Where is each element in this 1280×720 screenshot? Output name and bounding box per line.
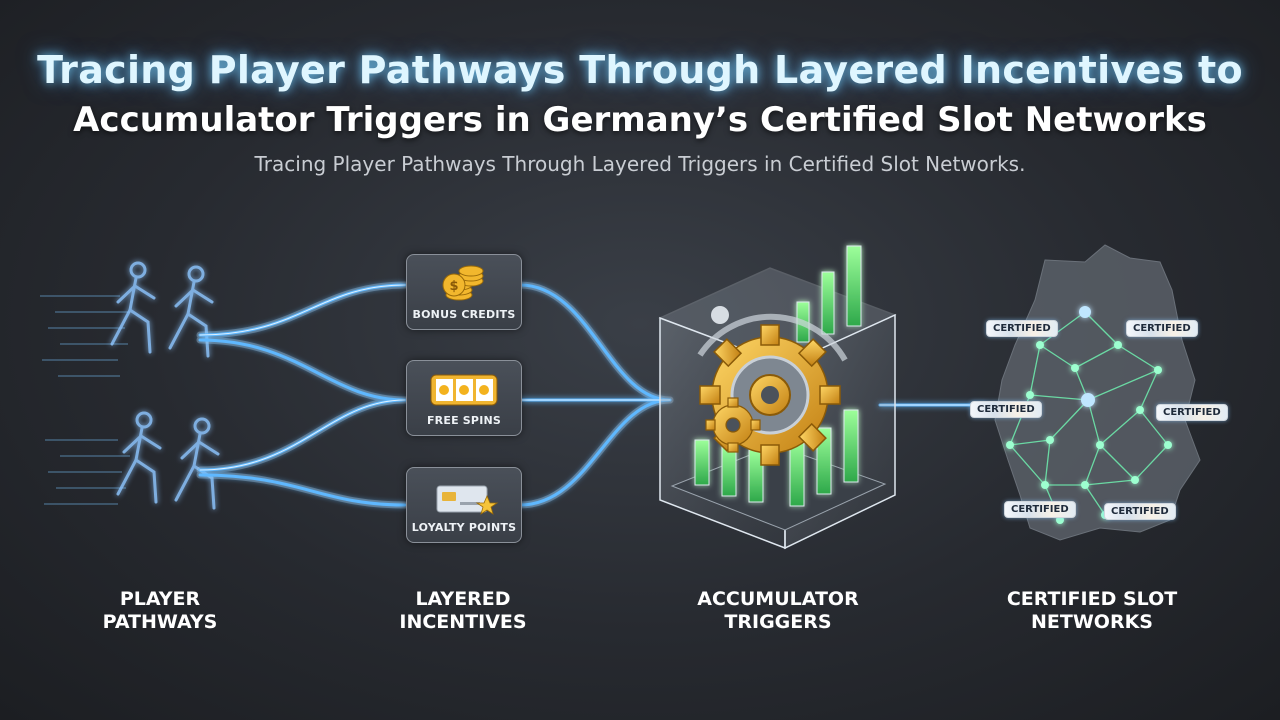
stage-caption-certified-slot-networks: CERTIFIED SLOT NETWORKS [992,588,1192,634]
svg-text:$: $ [449,279,458,294]
certified-badge: CERTIFIED [1156,404,1228,421]
stage-caption-line: INCENTIVES [399,611,527,633]
incentive-label: FREE SPINS [426,414,502,427]
stage-caption-accumulator-triggers: ACCUMULATOR TRIGGERS [678,588,878,634]
germany-map [994,244,1201,541]
runner-figures-icon [110,261,220,510]
flow-paths [196,281,987,509]
stage-caption-layered-incentives: LAYERED INCENTIVES [363,588,563,634]
slot-reels-icon [430,374,498,406]
stage-caption-line: TRIGGERS [724,611,832,633]
incentive-card-free-spins: FREE SPINS [406,360,522,436]
certified-badge: CERTIFIED [1126,320,1198,337]
stage-caption-line: ACCUMULATOR [697,588,859,610]
certified-badge: CERTIFIED [970,401,1042,418]
subtitle: Tracing Player Pathways Through Layered … [254,152,1026,176]
certified-badge: CERTIFIED [1004,501,1076,518]
coin-stack-icon: $ [442,265,484,301]
data-stream-lines [40,295,130,505]
title-line-2: Accumulator Triggers in Germany’s Certif… [73,100,1207,140]
stage-caption-line: PATHWAYS [102,611,218,633]
certified-badge: CERTIFIED [986,320,1058,337]
incentive-card-loyalty-points: LOYALTY POINTS [406,467,522,543]
incentive-label: LOYALTY POINTS [411,521,517,534]
title-line-1: Tracing Player Pathways Through Layered … [37,48,1243,92]
incentive-card-bonus-credits: $ BONUS CREDITS [406,254,522,330]
stage-caption-line: CERTIFIED SLOT [1006,588,1178,610]
stage-caption-line: LAYERED [415,588,511,610]
stage-caption-line: PLAYER [119,588,201,610]
incentive-label: BONUS CREDITS [412,308,516,321]
trigger-bars-icon [694,245,862,507]
gear-icon [697,306,848,466]
certified-badge: CERTIFIED [1104,503,1176,520]
stage-caption-line: NETWORKS [1031,611,1153,633]
stage-caption-player-pathways: PLAYER PATHWAYS [60,588,260,634]
loyalty-card-icon [436,485,499,515]
